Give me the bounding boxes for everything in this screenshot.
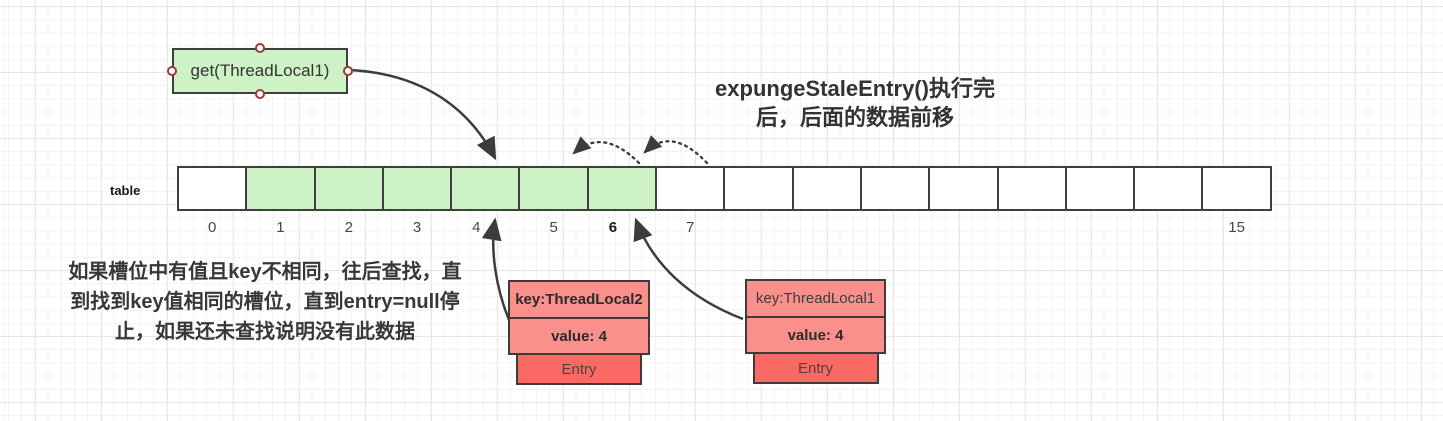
table-cell-6[interactable] [586, 166, 658, 211]
index-label-9 [792, 219, 862, 236]
index-label-3: 3 [412, 219, 422, 236]
table-cell-15[interactable] [1201, 166, 1272, 211]
entry-value-label: value: 4 [787, 326, 844, 344]
entry-value-box[interactable]: value: 4 [508, 317, 650, 355]
entry-tag-label: Entry [797, 359, 833, 377]
entry-key-box[interactable]: key:ThreadLocal1 [745, 279, 886, 318]
index-label-4: 4 [472, 219, 481, 236]
entry-key-label: key:ThreadLocal2 [515, 291, 643, 308]
entry-stack-threadlocal1: key:ThreadLocal1 value: 4 Entry [745, 279, 886, 384]
table-cell-10[interactable] [859, 166, 931, 211]
index-label-2: 2 [344, 219, 353, 236]
title-line-2: 后，后面的数据前移 [755, 105, 954, 130]
connection-point-left[interactable] [167, 66, 177, 76]
entry-value-label: value: 4 [551, 327, 607, 345]
dotted-arc-cell7-to-cell6 [643, 135, 709, 165]
index-label-6: 6 [608, 219, 618, 236]
table-cell-4[interactable] [450, 166, 521, 211]
entry-value-box[interactable]: value: 4 [745, 316, 886, 354]
title-line-1: expungeStaleEntry()执行完 [715, 76, 995, 101]
index-label-10 [860, 219, 930, 236]
index-label-11 [928, 219, 998, 236]
get-threadlocal1-box[interactable]: get(ThreadLocal1) [167, 43, 353, 99]
diagram-title: expungeStaleEntry()执行完 后，后面的数据前移 [640, 74, 1070, 132]
table-cell-7[interactable] [655, 166, 726, 211]
index-label-13 [1065, 219, 1135, 236]
index-label-15: 15 [1228, 219, 1245, 236]
connection-point-top[interactable] [255, 43, 265, 53]
entry-key-label: key:ThreadLocal1 [755, 290, 876, 307]
table-cell-12[interactable] [996, 166, 1067, 211]
connection-point-bottom[interactable] [255, 89, 265, 99]
arrow-get-to-cell4 [349, 68, 497, 161]
table-cell-1[interactable] [245, 166, 316, 211]
note-text: 如果槽位中有值且key不相同，往后查找，直 到找到key值相同的槽位，直到ent… [30, 257, 500, 347]
table-cell-2[interactable] [313, 166, 384, 211]
table-cell-0[interactable] [177, 166, 248, 211]
table-cell-9[interactable] [791, 166, 862, 211]
connection-point-right[interactable] [343, 66, 353, 76]
index-label-5: 5 [549, 219, 558, 236]
index-label-8 [723, 219, 793, 236]
entry-tag-box[interactable]: Entry [752, 352, 879, 384]
note-line-1: 如果槽位中有值且key不相同，往后查找，直 [68, 261, 462, 283]
dotted-arc-cell6-to-cell5 [572, 136, 641, 165]
index-label-1: 1 [276, 219, 285, 236]
table-label: table [110, 183, 141, 198]
entry-tag-box[interactable]: Entry [516, 353, 642, 385]
table-cell-3[interactable] [381, 166, 453, 211]
index-label-0: 0 [207, 219, 217, 236]
note-line-3: 止，如果还未查找说明没有此数据 [115, 321, 415, 343]
table-cell-13[interactable] [1064, 166, 1136, 211]
entry-stack-threadlocal2: key:ThreadLocal2 value: 4 Entry [508, 280, 650, 385]
index-label-7: 7 [686, 219, 695, 236]
index-label-12 [997, 219, 1067, 236]
table-cell-14[interactable] [1133, 166, 1204, 211]
note-line-2: 到找到key值相同的槽位，直到entry=null停 [70, 291, 460, 313]
index-labels: 0 1 2 3 4 5 6 7 15 [177, 219, 1272, 236]
get-box-label: get(ThreadLocal1) [190, 61, 330, 80]
table-array [177, 166, 1272, 211]
table-cell-8[interactable] [723, 166, 794, 211]
table-cell-11[interactable] [928, 166, 999, 211]
entry-key-box[interactable]: key:ThreadLocal2 [508, 280, 650, 319]
table-cell-5[interactable] [518, 166, 589, 211]
index-label-14 [1133, 219, 1203, 236]
entry-tag-label: Entry [561, 360, 597, 378]
